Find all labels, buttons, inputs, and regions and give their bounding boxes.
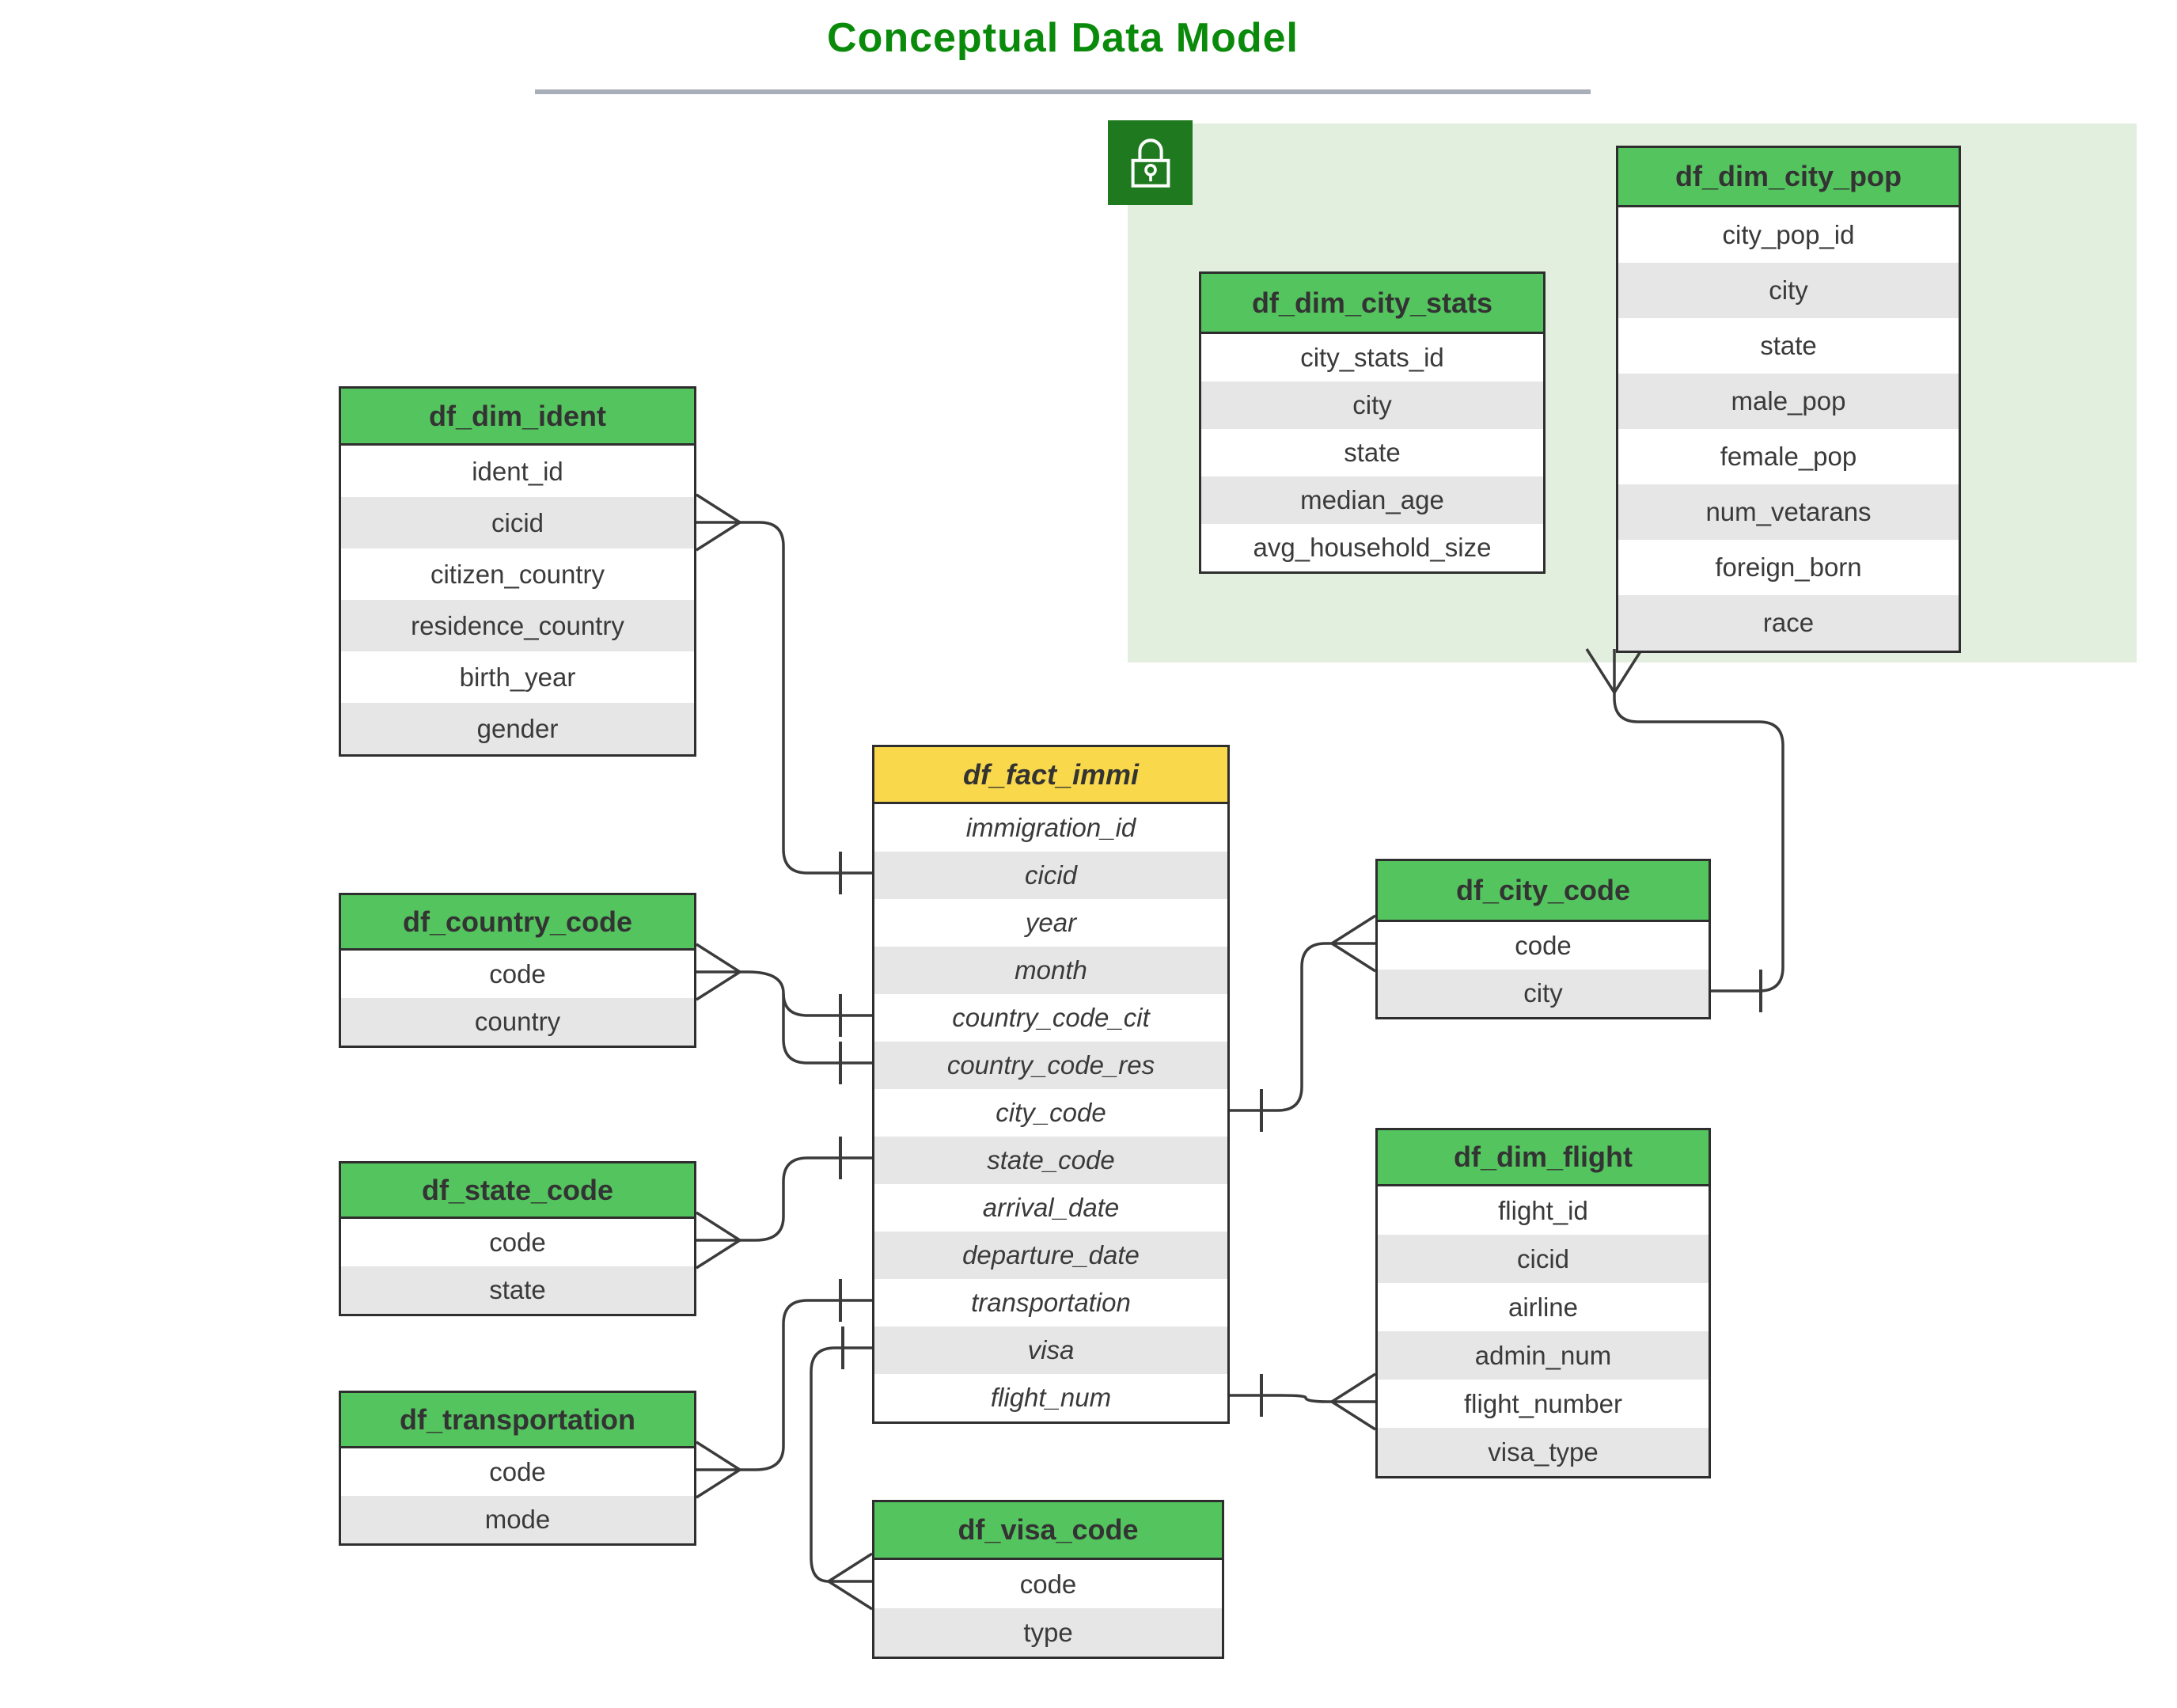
field-df_visa_code-code[interactable]: code: [874, 1560, 1222, 1608]
field-df_dim_city_pop-city_pop_id[interactable]: city_pop_id: [1618, 207, 1959, 263]
field-df_country_code-country[interactable]: country: [341, 998, 694, 1046]
field-df_dim_flight-airline[interactable]: airline: [1378, 1283, 1709, 1331]
field-df_dim_city_pop-race[interactable]: race: [1618, 595, 1959, 651]
field-df_city_code-city[interactable]: city: [1378, 970, 1709, 1017]
field-df_fact_immi-departure_date[interactable]: departure_date: [874, 1232, 1227, 1279]
field-df_dim_city_stats-city_stats_id[interactable]: city_stats_id: [1201, 334, 1543, 381]
field-df_dim_ident-cicid[interactable]: cicid: [341, 497, 694, 548]
field-df_dim_city_pop-male_pop[interactable]: male_pop: [1618, 374, 1959, 429]
field-df_transportation-mode[interactable]: mode: [341, 1496, 694, 1543]
table-title-df_dim_ident[interactable]: df_dim_ident: [341, 389, 694, 446]
connector-fact-flight-num-to-dim-flight: [1230, 1394, 1332, 1403]
crowfoot-many-country-code-to-fact-country-code-cit: [696, 943, 741, 1001]
connector-fact-city-code-to-city-code: [1230, 942, 1332, 1112]
field-df_dim_ident-residence_country[interactable]: residence_country: [341, 600, 694, 651]
connector-state-code-to-fact-state-code: [740, 1156, 872, 1242]
crowfoot-many-transportation-to-fact-transportation: [696, 1440, 741, 1499]
field-df_fact_immi-flight_num[interactable]: flight_num: [874, 1374, 1227, 1421]
field-df_fact_immi-transportation[interactable]: transportation: [874, 1279, 1227, 1327]
field-df_fact_immi-year[interactable]: year: [874, 899, 1227, 947]
diagram-title: Conceptual Data Model: [827, 15, 1299, 61]
connector-transportation-to-fact-transportation: [740, 1299, 872, 1471]
field-df_dim_ident-citizen_country[interactable]: citizen_country: [341, 548, 694, 600]
crowfoot-many-fact-city-code-to-city-code: [1331, 914, 1376, 973]
field-df_fact_immi-arrival_date[interactable]: arrival_date: [874, 1184, 1227, 1232]
field-df_dim_city_stats-avg_household_size[interactable]: avg_household_size: [1201, 524, 1543, 571]
field-df_state_code-state[interactable]: state: [341, 1266, 694, 1314]
field-df_dim_city_pop-num_vetarans[interactable]: num_vetarans: [1618, 484, 1959, 540]
lock-icon[interactable]: [1108, 120, 1193, 205]
table-title-df_country_code[interactable]: df_country_code: [341, 895, 694, 951]
field-df_dim_flight-flight_number[interactable]: flight_number: [1378, 1380, 1709, 1428]
title-underline: [535, 89, 1591, 94]
field-df_visa_code-type[interactable]: type: [874, 1608, 1222, 1657]
connector-country-code-to-fact-country-code-cit: [740, 970, 872, 1017]
field-df_dim_city_pop-female_pop[interactable]: female_pop: [1618, 429, 1959, 484]
connector-fact-visa-to-visa-code: [810, 1346, 872, 1583]
connector-dim-ident-cicid-to-fact-cicid: [740, 521, 872, 875]
table-title-df_visa_code[interactable]: df_visa_code: [874, 1502, 1222, 1560]
field-df_dim_flight-cicid[interactable]: cicid: [1378, 1235, 1709, 1283]
field-df_fact_immi-visa[interactable]: visa: [874, 1327, 1227, 1374]
field-df_dim_ident-ident_id[interactable]: ident_id: [341, 446, 694, 497]
crowfoot-many-city-pop-to-city-code-city: [1585, 648, 1644, 693]
field-df_transportation-code[interactable]: code: [341, 1448, 694, 1496]
table-title-df_dim_flight[interactable]: df_dim_flight: [1378, 1130, 1709, 1186]
crowfoot-many-fact-visa-to-visa-code: [828, 1552, 873, 1611]
field-df_fact_immi-country_code_cit[interactable]: country_code_cit: [874, 994, 1227, 1042]
field-df_dim_city_stats-median_age[interactable]: median_age: [1201, 476, 1543, 524]
field-df_dim_ident-birth_year[interactable]: birth_year: [341, 651, 694, 703]
field-df_state_code-code[interactable]: code: [341, 1219, 694, 1266]
field-df_dim_ident-gender[interactable]: gender: [341, 703, 694, 754]
lock-icon-glyph: [1131, 138, 1170, 188]
field-df_dim_city_pop-foreign_born[interactable]: foreign_born: [1618, 540, 1959, 595]
field-df_fact_immi-immigration_id[interactable]: immigration_id: [874, 804, 1227, 852]
field-df_fact_immi-city_code[interactable]: city_code: [874, 1089, 1227, 1137]
field-df_fact_immi-state_code[interactable]: state_code: [874, 1137, 1227, 1184]
field-df_city_code-code[interactable]: code: [1378, 922, 1709, 970]
field-df_dim_city_stats-city[interactable]: city: [1201, 381, 1543, 429]
crowfoot-many-state-code-to-fact-state-code: [696, 1211, 741, 1270]
field-df_fact_immi-country_code_res[interactable]: country_code_res: [874, 1042, 1227, 1089]
table-title-df_city_code[interactable]: df_city_code: [1378, 861, 1709, 922]
table-title-df_state_code[interactable]: df_state_code: [341, 1163, 694, 1219]
table-title-df_dim_city_stats[interactable]: df_dim_city_stats: [1201, 274, 1543, 334]
field-df_dim_flight-visa_type[interactable]: visa_type: [1378, 1428, 1709, 1476]
connector-country-code-to-fact-country-code-res: [782, 993, 872, 1065]
table-title-df_fact_immi[interactable]: df_fact_immi: [874, 747, 1227, 804]
table-title-df_transportation[interactable]: df_transportation: [341, 1393, 694, 1448]
field-df_country_code-code[interactable]: code: [341, 951, 694, 998]
crowfoot-many-fact-flight-num-to-dim-flight: [1331, 1372, 1376, 1431]
field-df_dim_city_pop-city[interactable]: city: [1618, 263, 1959, 318]
field-df_fact_immi-cicid[interactable]: cicid: [874, 852, 1227, 899]
crowfoot-many-dim-ident-cicid-to-fact-cicid: [696, 493, 741, 552]
field-df_fact_immi-month[interactable]: month: [874, 947, 1227, 994]
field-df_dim_flight-admin_num[interactable]: admin_num: [1378, 1331, 1709, 1380]
field-df_dim_city_pop-state[interactable]: state: [1618, 318, 1959, 374]
connector-city-pop-to-city-code-city: [1613, 691, 1784, 993]
field-df_dim_city_stats-state[interactable]: state: [1201, 429, 1543, 476]
field-df_dim_flight-flight_id[interactable]: flight_id: [1378, 1186, 1709, 1235]
table-title-df_dim_city_pop[interactable]: df_dim_city_pop: [1618, 148, 1959, 207]
